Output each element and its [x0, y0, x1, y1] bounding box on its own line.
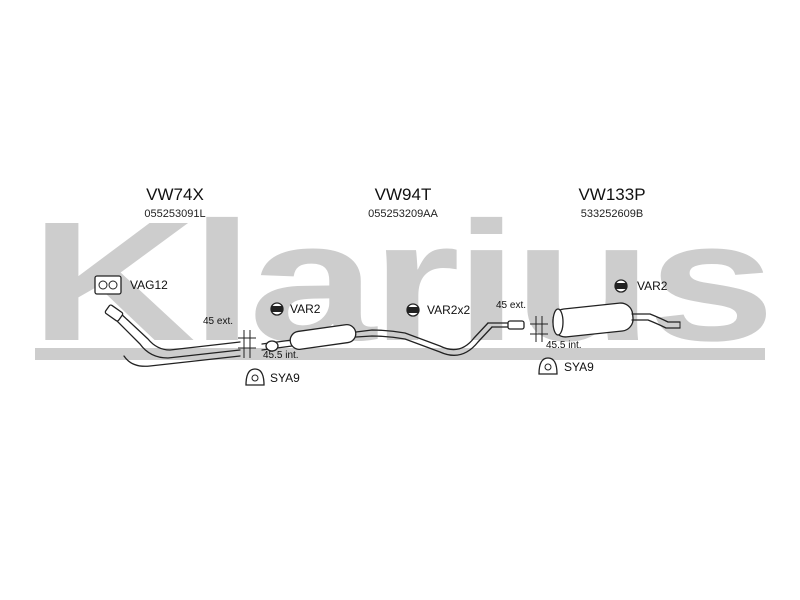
- part-number-front: 055253091L: [144, 208, 205, 220]
- dimension-ext-1: 45 ext.: [203, 316, 233, 327]
- part-number-middle: 055253209AA: [368, 208, 438, 220]
- clamp-icon: [614, 279, 628, 293]
- rubber-mount-icon: [245, 368, 265, 386]
- clamp-icon: [270, 302, 284, 316]
- part-title-middle: VW94T: [375, 185, 432, 204]
- front-pipe: [104, 304, 241, 367]
- rear-silencer: [552, 302, 681, 338]
- dimension-ext-2: 45 ext.: [496, 300, 526, 311]
- watermark-underline: [35, 348, 765, 360]
- rubber-mount-icon: [538, 357, 558, 375]
- connection-marker: [238, 330, 256, 358]
- part-title-rear: VW133P: [578, 185, 645, 204]
- part-title-front: VW74X: [146, 185, 204, 204]
- part-number-rear: 533252609B: [581, 208, 643, 220]
- kit-label-clamp-1: VAR2: [290, 302, 321, 316]
- gasket-icon: [94, 275, 122, 295]
- kit-label-clamp-2: VAR2x2: [427, 303, 470, 317]
- kit-label-gasket: VAG12: [130, 278, 168, 292]
- clamp-icon: [406, 303, 420, 317]
- middle-pipe: [261, 320, 525, 356]
- dimension-int-2: 45.5 int.: [546, 340, 582, 351]
- kit-label-mount-1: SYA9: [270, 371, 300, 385]
- kit-label-mount-2: SYA9: [564, 360, 594, 374]
- connection-marker: [530, 316, 548, 342]
- kit-label-clamp-3: VAR2: [637, 279, 668, 293]
- dimension-int-1: 45.5 int.: [263, 350, 299, 361]
